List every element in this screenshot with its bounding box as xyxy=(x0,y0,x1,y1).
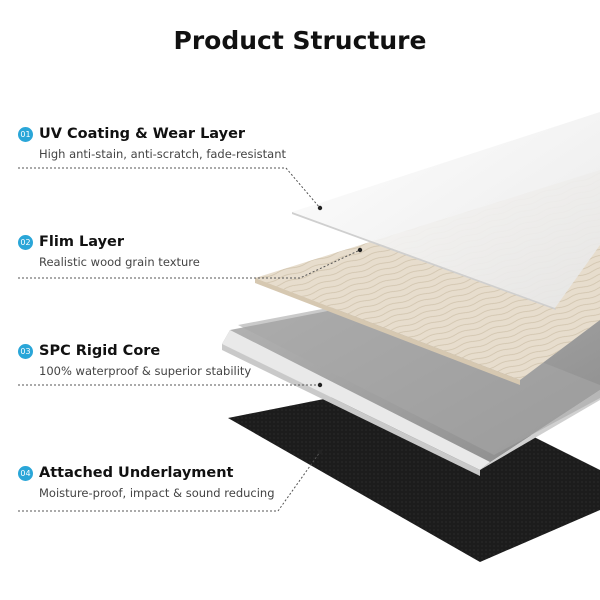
layer-name: Flim Layer xyxy=(39,234,125,250)
number-badge: 01 xyxy=(18,126,33,142)
layer-description: 100% waterproof & superior stability xyxy=(39,364,252,378)
layer-description: Realistic wood grain texture xyxy=(39,255,200,269)
layer-item-underlayment: 04 Attached Underlayment Moisture-proof,… xyxy=(18,465,308,500)
layer-item-uv-coating: 01 UV Coating & Wear Layer High anti-sta… xyxy=(18,126,308,161)
number-badge: 04 xyxy=(18,465,33,481)
layer-name: UV Coating & Wear Layer xyxy=(39,126,246,142)
layer-description: Moisture-proof, impact & sound reducing xyxy=(39,486,275,500)
layer-item-spc-core: 03 SPC Rigid Core 100% waterproof & supe… xyxy=(18,343,308,378)
layer-name: Attached Underlayment xyxy=(39,465,234,481)
number-badge: 02 xyxy=(18,234,33,250)
layer-description: High anti-stain, anti-scratch, fade-resi… xyxy=(39,147,287,161)
layer-item-film: 02 Flim Layer Realistic wood grain textu… xyxy=(18,234,308,269)
page-title: Product Structure xyxy=(173,26,427,55)
layer-name: SPC Rigid Core xyxy=(39,343,161,359)
number-badge: 03 xyxy=(18,343,33,359)
wear-layer-sheet xyxy=(292,112,600,310)
